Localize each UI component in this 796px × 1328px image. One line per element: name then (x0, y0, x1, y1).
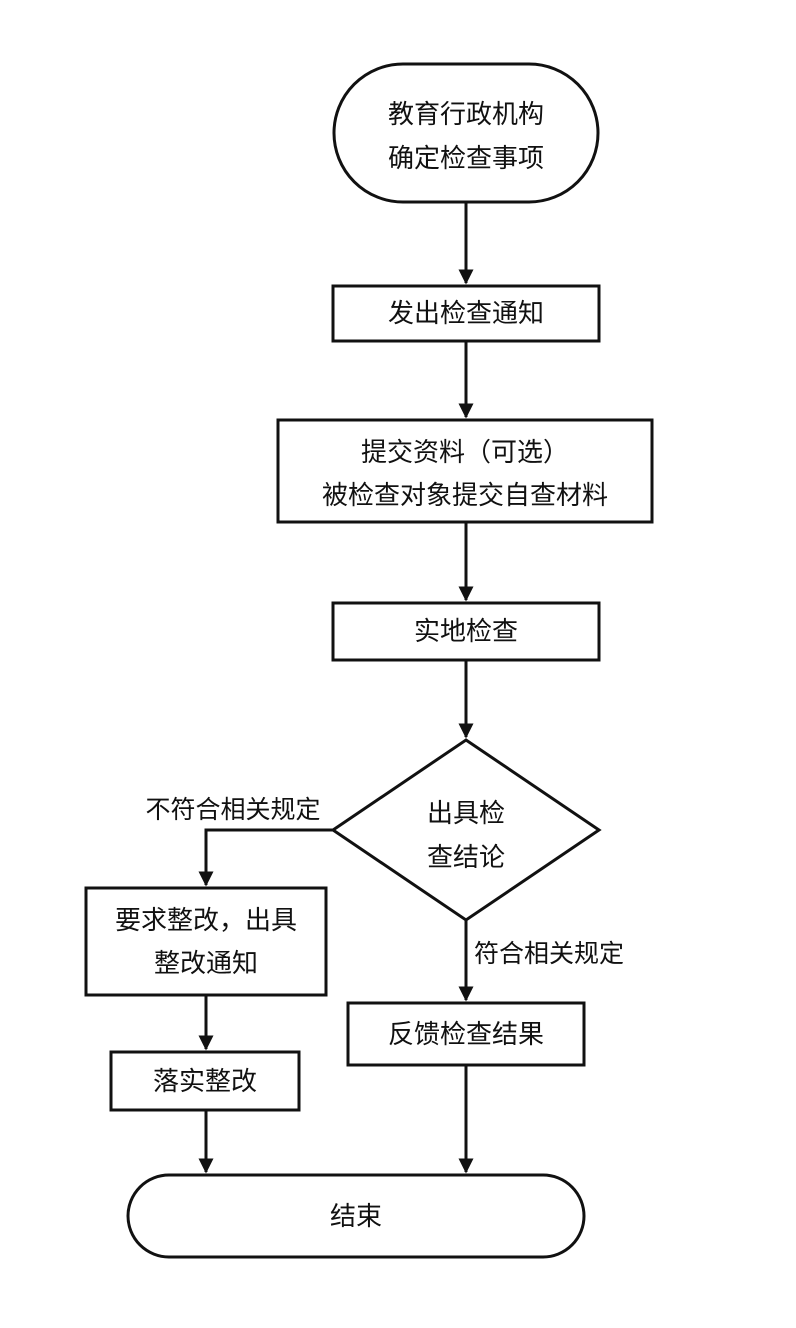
compliant-label: 符合相关规定 (474, 939, 624, 968)
rectification-notice-line2: 整改通知 (154, 949, 258, 979)
end-node: 结束 (126, 1173, 586, 1259)
rectification-notice-node: 要求整改，出具 整改通知 (84, 886, 328, 997)
submit-materials-line2: 被检查对象提交自查材料 (322, 481, 608, 511)
noncompliant-label: 不符合相关规定 (145, 795, 320, 824)
end-node-label: 结束 (330, 1202, 382, 1232)
onsite-inspection-label: 实地检查 (414, 617, 518, 647)
submit-materials-line1: 提交资料（可选） (361, 438, 569, 468)
feedback-result-node: 反馈检查结果 (346, 1001, 586, 1067)
decision-line2: 查结论 (427, 843, 505, 873)
decision-line1: 出具检 (427, 799, 505, 829)
onsite-inspection-node: 实地检查 (331, 601, 601, 662)
implement-rectification-label: 落实整改 (153, 1067, 257, 1097)
send-notice-label: 发出检查通知 (388, 299, 544, 329)
start-node: 教育行政机构 确定检查事项 (332, 62, 600, 204)
arrow-decision-to-rectify (198, 828, 333, 887)
decision-node: 出具检 查结论 (330, 738, 602, 922)
feedback-result-label: 反馈检查结果 (388, 1020, 544, 1050)
start-node-line2: 确定检查事项 (388, 144, 544, 174)
start-node-line1: 教育行政机构 (388, 100, 544, 130)
rectification-notice-line1: 要求整改，出具 (115, 906, 297, 936)
implement-rectification-node: 落实整改 (109, 1050, 301, 1112)
send-notice-node: 发出检查通知 (331, 284, 601, 343)
submit-materials-node: 提交资料（可选） 被检查对象提交自查材料 (276, 418, 654, 524)
